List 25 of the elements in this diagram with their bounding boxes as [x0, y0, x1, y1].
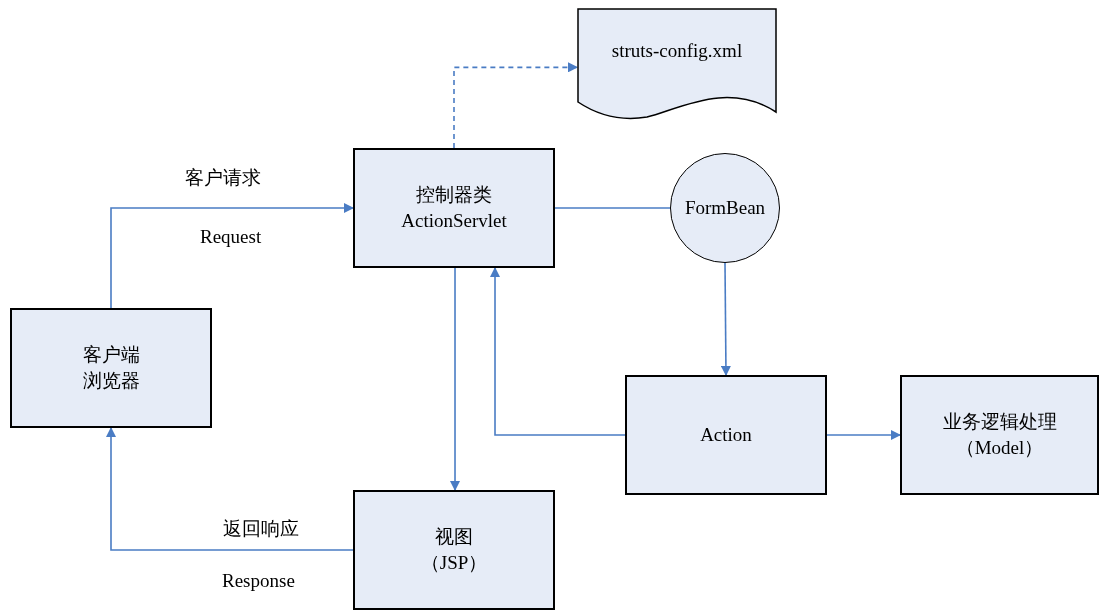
box-label: 业务逻辑处理: [942, 410, 1057, 434]
box-label: （JSP）: [420, 551, 488, 575]
arrow: [720, 262, 731, 376]
box-label: 控制器类: [416, 183, 492, 207]
process-box: [10, 308, 212, 428]
box-label: 视图: [435, 525, 473, 549]
box-label: struts-config.xml: [611, 39, 743, 63]
box-label: 客户端: [82, 343, 140, 367]
process-box: [625, 375, 827, 495]
box-label: （Model）: [955, 436, 1044, 460]
process-box: [353, 148, 555, 268]
arrow: [490, 267, 626, 436]
arrow: [450, 267, 460, 491]
arrow: [453, 62, 578, 149]
process-box: [900, 375, 1099, 495]
label-text: Request: [200, 226, 262, 248]
arrow: [110, 203, 354, 309]
box-label: FormBean: [684, 196, 766, 220]
box-label: ActionServlet: [401, 209, 507, 233]
process-box: [353, 490, 555, 610]
label-text: Response: [222, 570, 295, 592]
arrow: [826, 430, 901, 440]
box-label: Action: [700, 423, 752, 447]
box-label: 浏览器: [82, 369, 140, 393]
arrow: [106, 427, 354, 551]
